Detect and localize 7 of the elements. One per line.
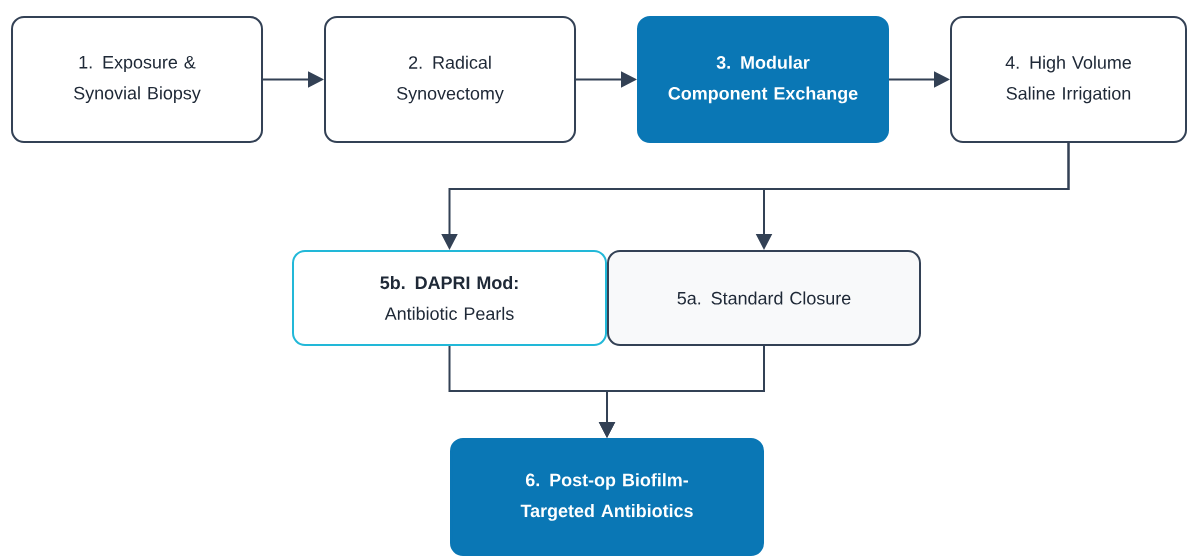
process-box: 6. Post-op Biofilm-Targeted Antibiotics (450, 438, 764, 556)
process-box: 2. Radical Synovectomy (324, 16, 576, 143)
process-box: 1. Exposure & Synovial Biopsy (11, 16, 263, 143)
process-box: 5a. Standard Closure (607, 250, 921, 346)
process-box: 5b. DAPRI Mod: Antibiotic Pearls (292, 250, 607, 346)
process-box: 4. High Volume Saline Irrigation (950, 16, 1187, 143)
process-box: 3. Modular Component Exchange (637, 16, 889, 143)
